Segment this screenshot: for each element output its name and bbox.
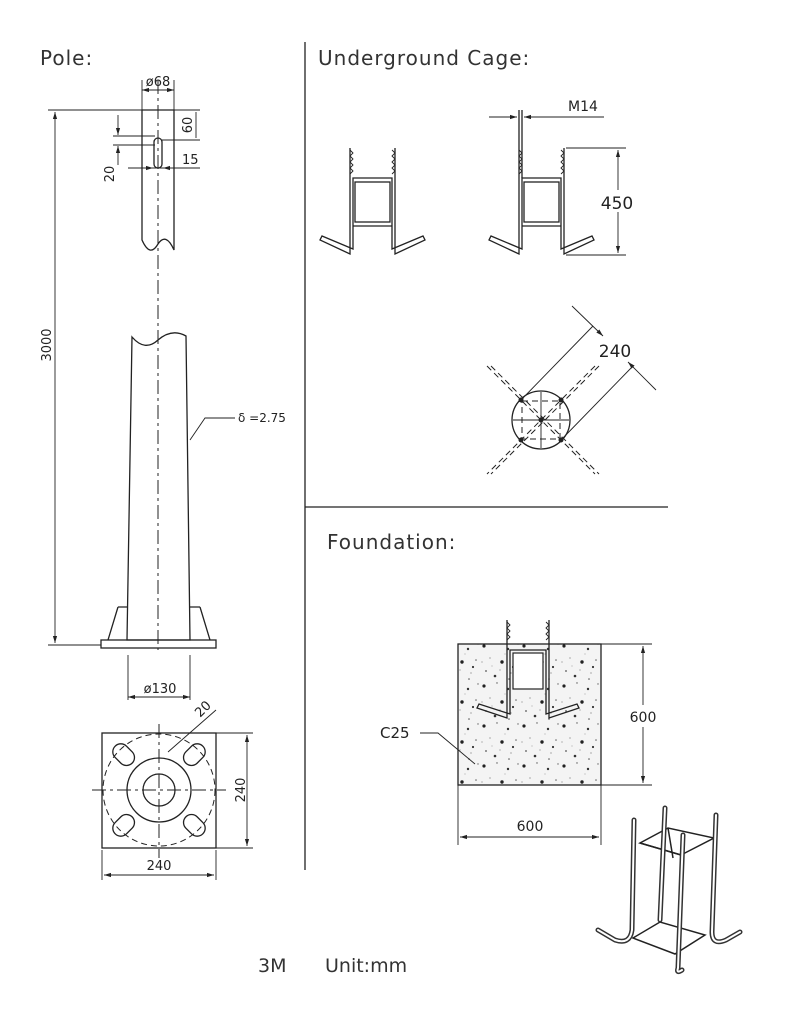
dim-plate-slot: 20: [192, 698, 214, 720]
base-plate-plan: [92, 709, 253, 880]
cage-side-view: [488, 110, 626, 256]
dim-bolt-size: M14: [568, 99, 598, 115]
pole-elevation: [48, 80, 235, 700]
concrete-grade-label: C25: [380, 724, 410, 742]
dim-cage-diagonal: 240: [599, 342, 631, 362]
foundation-title: Foundation:: [327, 530, 456, 554]
cage-front-view: [319, 148, 426, 256]
dim-cage-height: 450: [601, 194, 633, 214]
unit-label: Unit:mm: [325, 955, 407, 977]
dim-plate-width: 240: [147, 859, 172, 874]
cage-title: Underground Cage:: [318, 46, 530, 70]
pole-title: Pole:: [40, 46, 93, 70]
foundation-section: [420, 620, 652, 845]
dim-plate-height: 240: [234, 778, 249, 803]
dim-slot-offset: 60: [181, 117, 196, 134]
dim-slot-length: 20: [103, 166, 118, 183]
cage-plan-view: [486, 305, 657, 475]
dim-foundation-height: 600: [630, 710, 657, 726]
dim-pole-height: 3000: [40, 328, 55, 361]
rebar-cage-3d-icon: [595, 805, 743, 975]
dim-pole-base-diameter: ø130: [144, 682, 177, 697]
dim-slot-width: 15: [182, 153, 199, 168]
dim-foundation-width: 600: [517, 819, 544, 835]
model-label: 3M: [258, 955, 286, 977]
dim-pole-top-diameter: ø68: [146, 75, 171, 90]
dim-wall-thickness: δ =2.75: [238, 411, 286, 425]
